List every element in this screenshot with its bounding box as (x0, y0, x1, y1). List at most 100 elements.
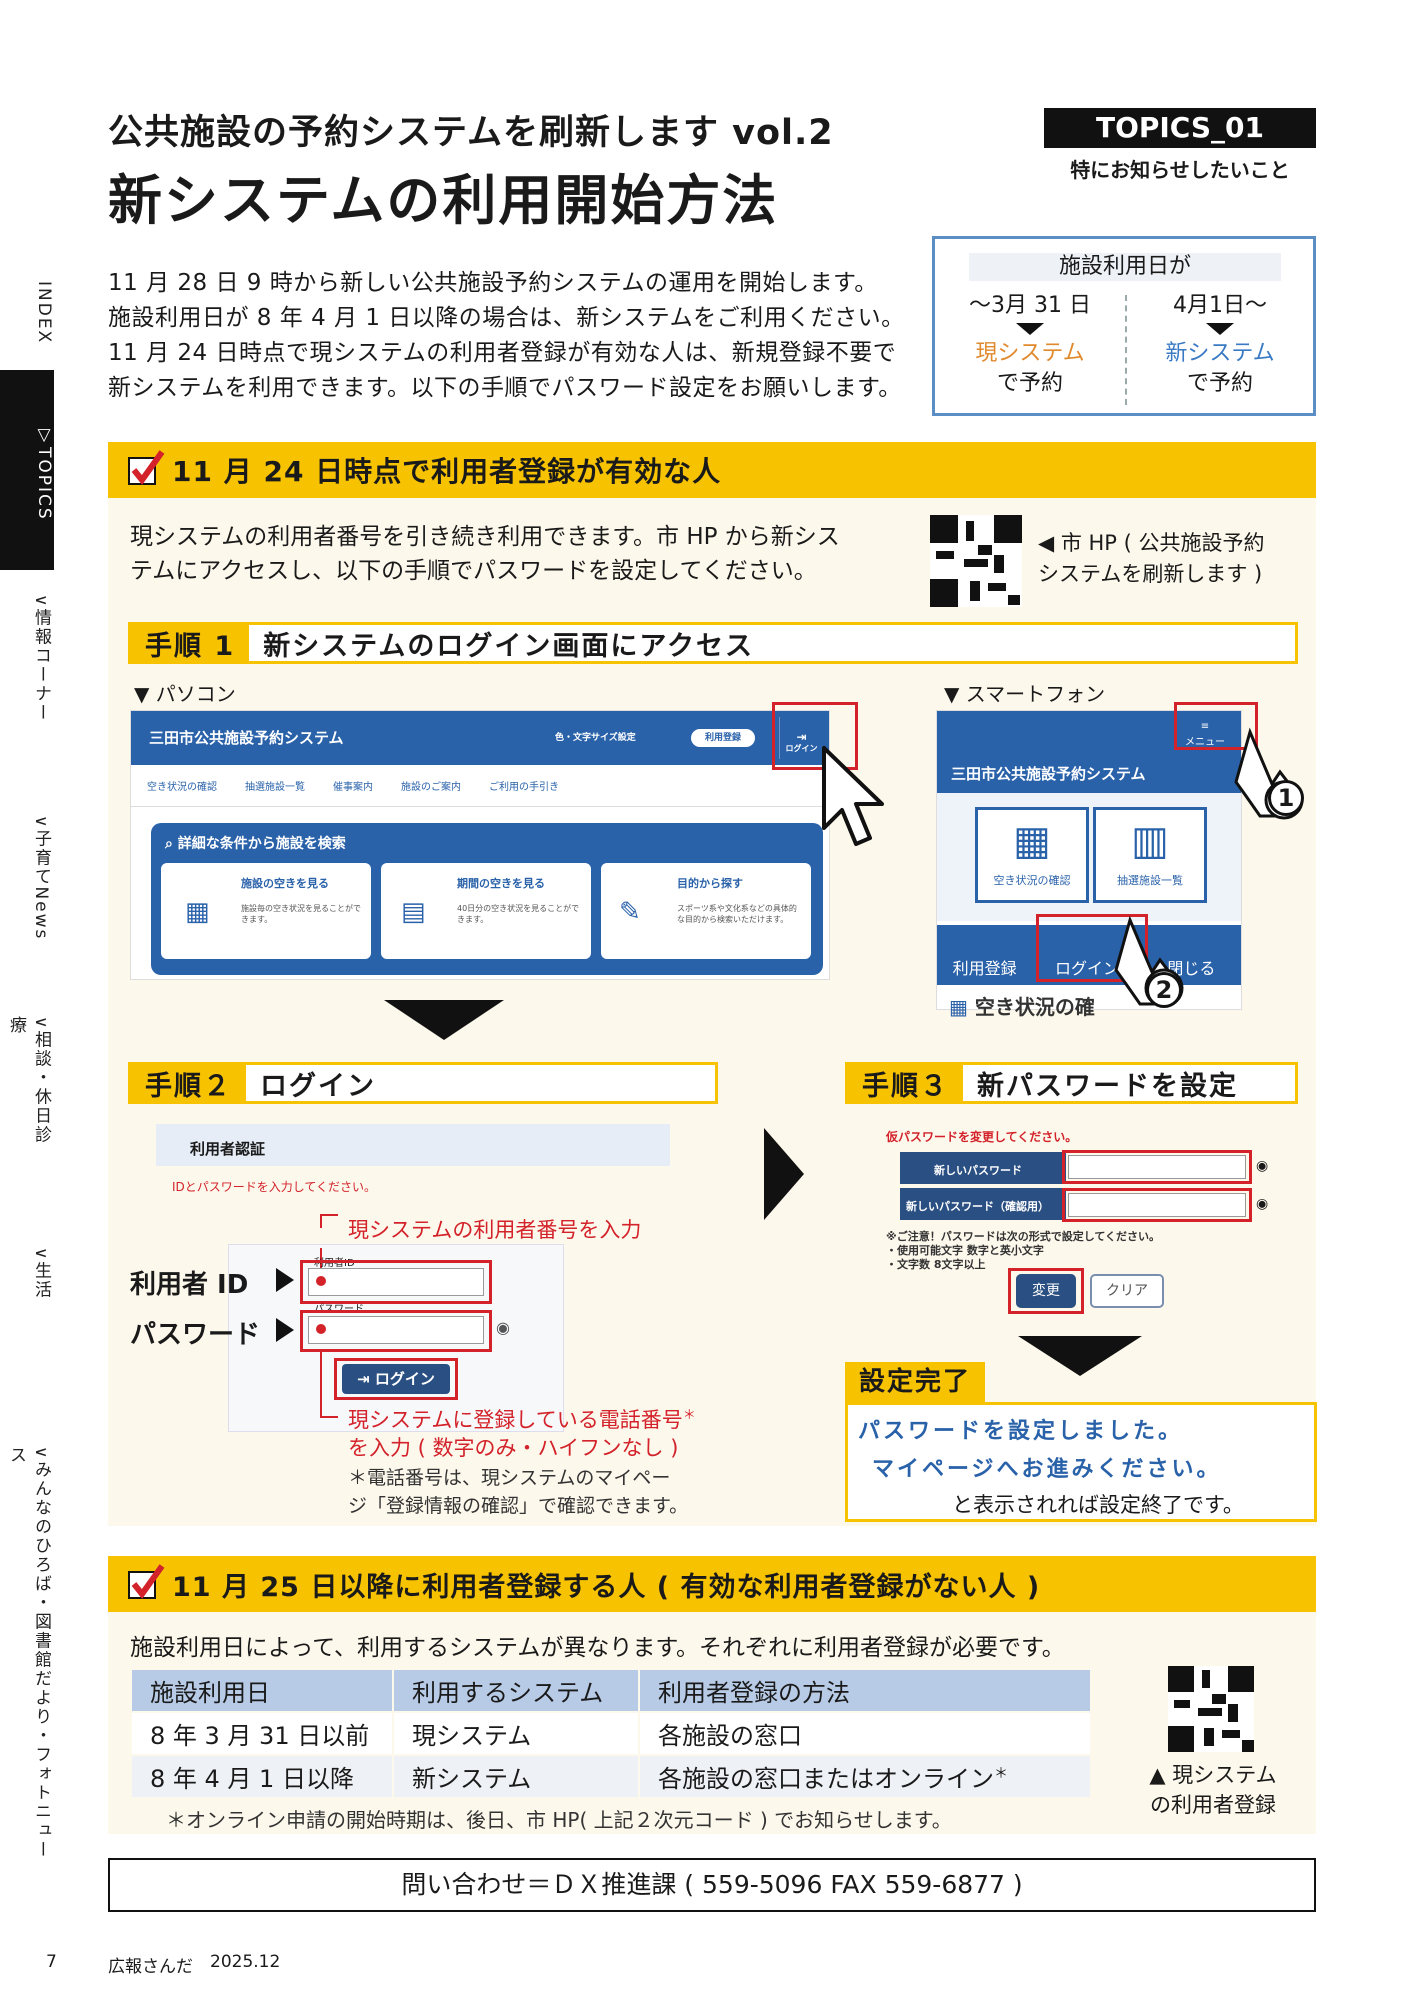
qr-note-register: ▲ 現システム の利用者登録 (1149, 1763, 1277, 1817)
section1-desc: 現システムの利用者番号を引き続き利用できます。市 HP から新シス テムにアクセ… (130, 524, 840, 584)
sp-bottom-bar: 利用登録 ログイン 閉じる (937, 925, 1241, 985)
pc-login-button[interactable]: ⇥ ログイン (779, 717, 823, 759)
checkmark-icon (128, 1564, 165, 1599)
cursor-icon (822, 746, 884, 846)
calendar-icon: ▤ (401, 897, 426, 927)
index-item-hiroba[interactable]: ∨みんなのひろば・図書館だより・フォトニュース (6, 1446, 51, 1860)
highlight-id (300, 1260, 492, 1304)
compare-left-date: ～3月 31 日 (969, 293, 1091, 318)
password-input[interactable] (308, 1316, 484, 1344)
sp-login-button[interactable]: ログイン (1055, 959, 1120, 978)
checkmark-icon (128, 450, 165, 485)
sp-avail: ▦ 空き状況の確 (949, 995, 1095, 1019)
pc-search-panel: ⌕ 詳細な条件から施設を検索 ▦ 施設の空きを見る 施設毎の空き状況を見ることが… (151, 823, 823, 975)
change-button[interactable]: 変更 (1016, 1274, 1076, 1308)
pc-menu-item[interactable]: 施設のご案内 (401, 782, 461, 793)
font-setting-link[interactable]: 色・文字サイズ設定 (555, 733, 636, 743)
down-triangle-icon (1206, 323, 1234, 335)
sp-screenshot: 三田市公共施設予約システム ≡メニュー ▦空き状況の確認 ▥抽選施設一覧 利用登… (936, 710, 1242, 1019)
hand-pointer-icon (1234, 727, 1304, 820)
pc-label: ▼ パソコン (134, 682, 236, 706)
table-header: 利用するシステム (392, 1668, 640, 1713)
index-item-life[interactable]: ∨生活 (31, 1246, 51, 1300)
new-password-input[interactable] (1068, 1155, 1246, 1179)
pw-note: 現システムに登録している電話番号＊ を入力 ( 数字のみ・ハイフンなし ) (348, 1408, 696, 1460)
eye-icon[interactable]: ◉ (1256, 1196, 1269, 1212)
badge-1: 1 (1268, 780, 1304, 816)
finish-msg2: マイページへお進みください。 (872, 1457, 1222, 1482)
eye-icon[interactable]: ◉ (496, 1318, 510, 1337)
qr-code-icon[interactable] (930, 515, 1022, 607)
table-row: 8 年 3 月 31 日以前 現システム 各施設の窓口 (130, 1711, 1092, 1756)
login-icon: ⇥ (796, 730, 807, 744)
section2-bar: 11 月 25 日以降に利用者登録する人 ( 有効な利用者登録がない人 ) (108, 1556, 1316, 1612)
index-item-kids[interactable]: ∨子育てNews (31, 815, 51, 941)
sp-label: ▼ スマートフォン (944, 682, 1106, 706)
page-title: 新システムの利用開始方法 (108, 169, 779, 232)
finish-msg3: と表示されれば設定終了です。 (952, 1493, 1244, 1517)
sp-tile[interactable]: ▥抽選施設一覧 (1093, 807, 1207, 903)
highlight-change (1008, 1268, 1084, 1314)
pc-menu-item[interactable]: 抽選施設一覧 (245, 782, 305, 793)
user-id-input[interactable] (308, 1268, 484, 1296)
sp-register-button[interactable]: 利用登録 (952, 959, 1017, 978)
index-item-index[interactable]: INDEX (34, 281, 54, 345)
pw-label: パスワード (130, 1320, 261, 1350)
badge-2: 2 (1146, 972, 1182, 1008)
down-arrow-icon (1018, 1336, 1142, 1376)
pc-register-button[interactable]: 利用登録 (691, 729, 756, 747)
new-password-confirm-input[interactable] (1068, 1193, 1246, 1217)
highlight-new-pw (1062, 1150, 1252, 1184)
title-sub: 公共施設の予約システムを刷新します vol.2 (108, 113, 834, 153)
section2-title: 11 月 25 日以降に利用者登録する人 ( 有効な利用者登録がない人 ) (172, 1571, 1041, 1603)
index-item-info[interactable]: ∨情報コーナー (31, 593, 51, 723)
auth-header: 利用者認証 (156, 1124, 670, 1166)
login-button[interactable]: ⇥ ログイン (342, 1364, 450, 1394)
compare-box: 施設利用日が ～3月 31 日 現システム で予約 4月1日～ 新システム で予… (932, 236, 1316, 416)
sp-menu-button[interactable]: ≡メニュー (1175, 715, 1235, 755)
pc-card[interactable]: ▤ 期間の空きを見る 40日分の空き状況を見ることができます。 (381, 863, 591, 959)
pc-search-title: ⌕ 詳細な条件から施設を検索 (165, 836, 346, 852)
compare-right-system: 新システム (1165, 341, 1275, 366)
highlight-pw (300, 1310, 492, 1352)
id-note: 現システムの利用者番号を入力 (348, 1218, 642, 1242)
down-arrow-icon (384, 1000, 504, 1040)
table-row: 8 年 4 月 1 日以降 新システム 各施設の窓口またはオンライン＊ (130, 1754, 1092, 1799)
compare-heading: 施設利用日が (969, 253, 1281, 281)
sp-tile[interactable]: ▦空き状況の確認 (975, 807, 1089, 903)
calendar-icon: ▦ (1013, 818, 1051, 864)
auth-hint: IDとパスワードを入力してください。 (172, 1180, 377, 1194)
finish-msg1: パスワードを設定しました。 (858, 1419, 1184, 1444)
step1-header: 手順 1 新システムのログイン画面にアクセス (128, 622, 1298, 664)
calendar-icon: ▦ (949, 995, 975, 1019)
pw-caution: ※ご注意！パスワードは次の形式で設定してください。 ・使用可能文字 数字と英小文… (886, 1230, 1161, 1271)
login-icon: ⇥ (357, 1370, 375, 1388)
sp-site-title: 三田市公共施設予約システム (937, 711, 1241, 793)
pc-card[interactable]: ▦ 施設の空きを見る 施設毎の空き状況を見ることができます。 (161, 863, 371, 959)
section1-title: 11 月 24 日時点で利用者登録が有効な人 (172, 455, 722, 488)
building-icon: ▥ (1131, 818, 1169, 864)
index-item-topics[interactable]: ▽TOPICS (0, 370, 54, 570)
index-item-consult[interactable]: ∨相談・休日診療 (6, 1016, 51, 1145)
sp-close-button[interactable]: 閉じる (1167, 959, 1216, 978)
finish-label: 設定完了 (845, 1362, 986, 1402)
topics-badge: TOPICS_01 (1044, 108, 1316, 148)
eye-icon[interactable]: ◉ (1256, 1158, 1269, 1174)
clear-button[interactable]: クリア (1090, 1274, 1164, 1308)
registration-table: 施設利用日 利用するシステム 利用者登録の方法 8 年 3 月 31 日以前 現… (130, 1668, 1092, 1799)
right-triangle-icon (276, 1268, 294, 1292)
qr-code-icon[interactable] (1168, 1666, 1254, 1752)
table-header: 施設利用日 (130, 1668, 394, 1713)
highlight-new-pw-confirm (1062, 1188, 1252, 1222)
pc-card[interactable]: ✎ 目的から探す スポーツ系や文化系などの具体的な目的から検索いただけます。 (601, 863, 811, 959)
highlight-login (772, 702, 858, 770)
pc-menu-item[interactable]: 空き状況の確認 (147, 782, 217, 793)
down-triangle-icon (1016, 323, 1044, 335)
id-label: 利用者 ID (130, 1270, 249, 1300)
qr-note-hp: ◀ 市 HP ( 公共施設予約 システムを刷新します ) (1038, 531, 1265, 586)
pc-menu-item[interactable]: ご利用の手引き (489, 782, 559, 793)
step3-header: 手順３ 新パスワードを設定 (845, 1062, 1298, 1104)
pc-menu-item[interactable]: 催事案内 (333, 782, 373, 793)
step2-header: 手順２ ログイン (128, 1062, 718, 1104)
section2-desc: 施設利用日によって、利用するシステムが異なります。それぞれに利用者登録が必要です… (130, 1635, 1065, 1661)
